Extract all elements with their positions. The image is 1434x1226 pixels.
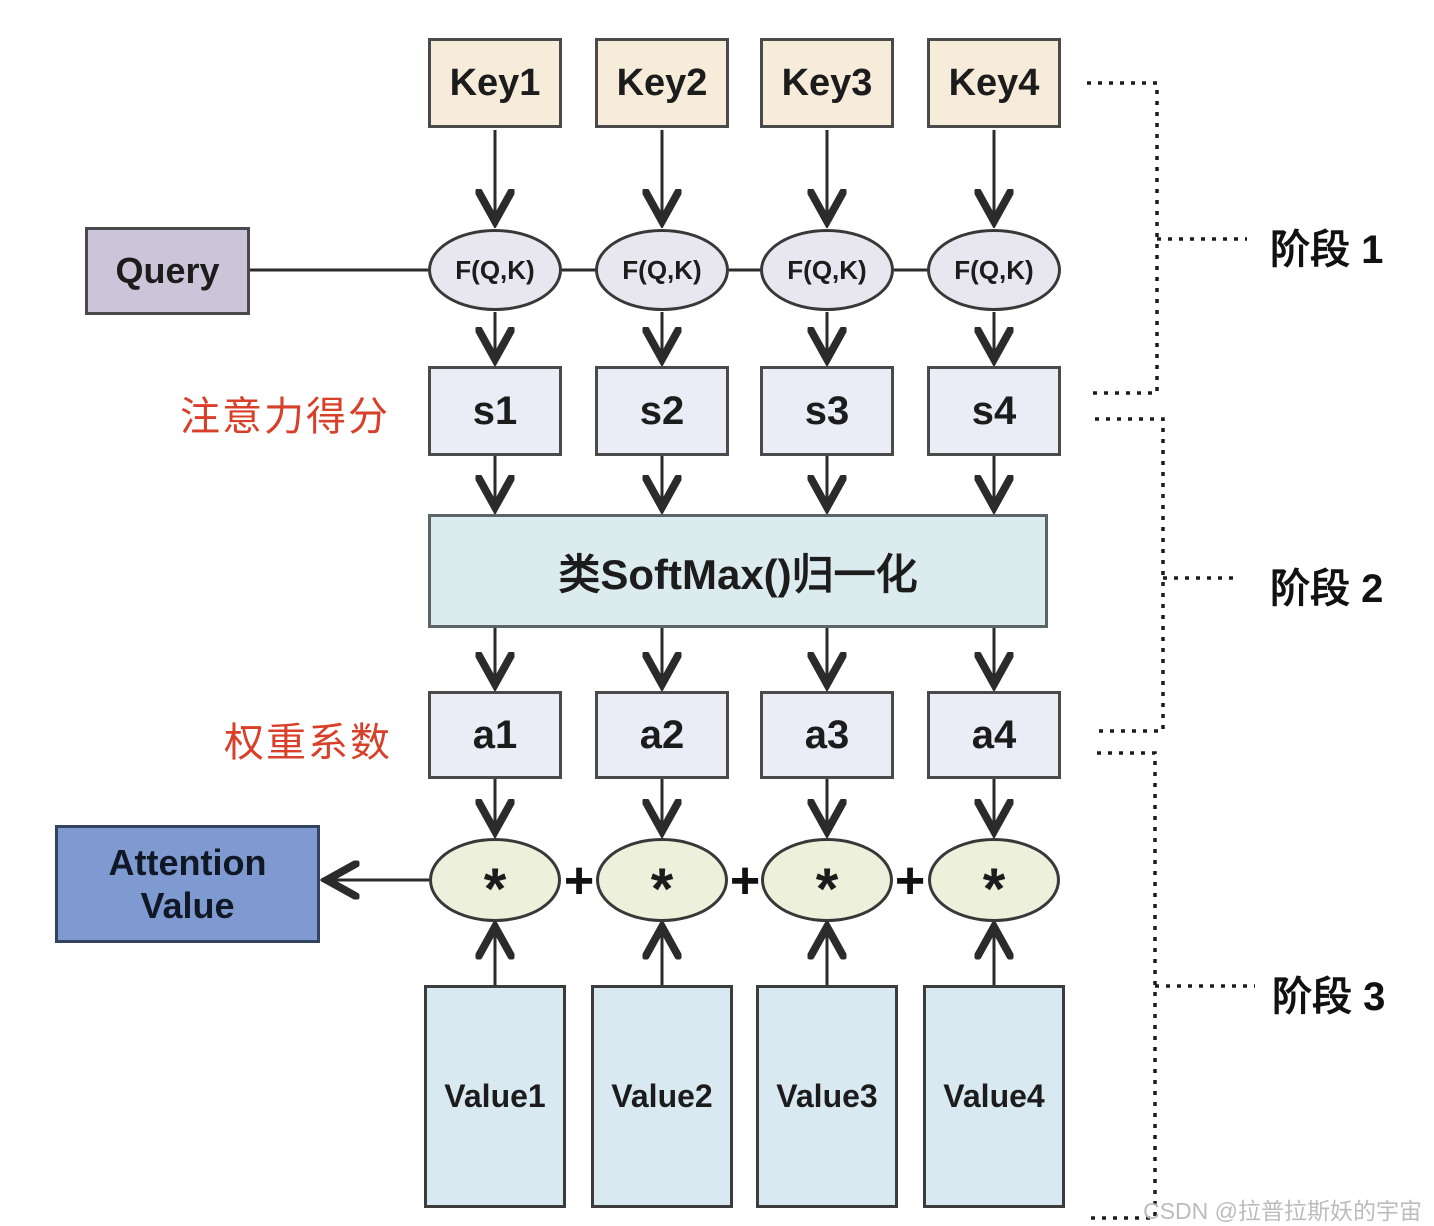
- a2-label: a2: [639, 712, 685, 757]
- fqk2-label: F(Q,K): [622, 254, 702, 285]
- value1-label: Value1: [444, 1078, 546, 1114]
- node-value2: Value2: [591, 985, 733, 1208]
- value2-label: Value2: [611, 1078, 713, 1114]
- node-attention-value: Attention Value: [55, 825, 320, 943]
- stage3-label: 阶段 3: [1272, 975, 1386, 1019]
- fqk1-label: F(Q,K): [455, 254, 535, 285]
- node-multiply2: *: [596, 838, 728, 922]
- multiply4-symbol: *: [982, 857, 1006, 922]
- node-multiply4: *: [928, 838, 1060, 922]
- node-value4: Value4: [923, 985, 1065, 1208]
- multiply2-symbol: *: [650, 857, 674, 922]
- node-softmax: 类SoftMax()归一化: [428, 514, 1048, 628]
- plus-sign-3: +: [894, 852, 926, 910]
- s4-label: s4: [971, 388, 1017, 433]
- stage2-label: 阶段 2: [1270, 567, 1384, 611]
- attention-value-label: Attention Value: [108, 841, 267, 926]
- node-fqk3: F(Q,K): [760, 229, 894, 311]
- s2-label: s2: [639, 388, 685, 433]
- node-s1: s1: [428, 366, 562, 456]
- node-fqk2: F(Q,K): [595, 229, 729, 311]
- a1-label: a1: [472, 712, 518, 757]
- a3-label: a3: [804, 712, 850, 757]
- a4-label: a4: [971, 712, 1017, 757]
- stage1-label: 阶段 1: [1270, 228, 1384, 272]
- value4-label: Value4: [943, 1078, 1045, 1114]
- node-fqk4: F(Q,K): [927, 229, 1061, 311]
- key2-label: Key2: [616, 61, 708, 104]
- key4-label: Key4: [948, 61, 1040, 104]
- fqk4-label: F(Q,K): [954, 254, 1034, 285]
- node-key3: Key3: [760, 38, 894, 128]
- node-key1: Key1: [428, 38, 562, 128]
- multiply1-symbol: *: [483, 857, 507, 922]
- softmax-label: 类SoftMax()归一化: [558, 550, 918, 598]
- node-value1: Value1: [424, 985, 566, 1208]
- value3-label: Value3: [776, 1078, 878, 1114]
- node-s3: s3: [760, 366, 894, 456]
- plus-sign-1: +: [563, 852, 595, 910]
- plus-sign-2: +: [729, 852, 761, 910]
- node-query: Query: [85, 227, 250, 315]
- multiply3-symbol: *: [815, 857, 839, 922]
- key3-label: Key3: [781, 61, 873, 104]
- node-s4: s4: [927, 366, 1061, 456]
- stage3-bracket: [1087, 751, 1157, 1220]
- s3-label: s3: [804, 388, 850, 433]
- node-multiply1: *: [429, 838, 561, 922]
- node-a4: a4: [927, 691, 1061, 779]
- node-a2: a2: [595, 691, 729, 779]
- node-multiply3: *: [761, 838, 893, 922]
- query-label: Query: [115, 250, 220, 291]
- stage1-bracket: [1087, 81, 1159, 395]
- node-a1: a1: [428, 691, 562, 779]
- node-fqk1: F(Q,K): [428, 229, 562, 311]
- stage2-bracket: [1095, 417, 1165, 733]
- watermark: CSDN @拉普拉斯妖的宇宙: [1143, 1198, 1422, 1224]
- node-value3: Value3: [756, 985, 898, 1208]
- key1-label: Key1: [449, 61, 541, 104]
- fqk3-label: F(Q,K): [787, 254, 867, 285]
- annotation-weight-coeff: 权重系数: [224, 721, 392, 765]
- node-s2: s2: [595, 366, 729, 456]
- node-key2: Key2: [595, 38, 729, 128]
- annotation-attention-score: 注意力得分: [180, 395, 390, 439]
- node-a3: a3: [760, 691, 894, 779]
- s1-label: s1: [472, 388, 518, 433]
- node-key4: Key4: [927, 38, 1061, 128]
